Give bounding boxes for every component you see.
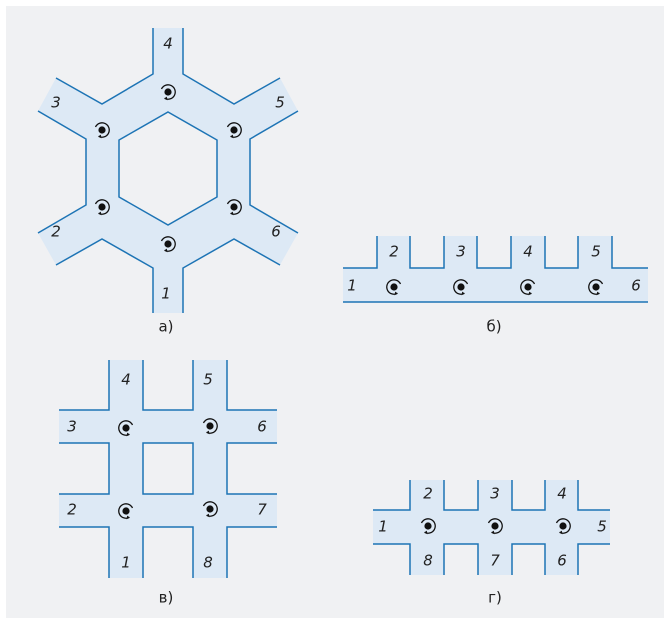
port-label: 5	[275, 94, 285, 112]
diagram-v: 1 2 3 4 5 6 7 8 в)	[59, 360, 277, 607]
diagram-v-channel	[59, 360, 277, 578]
diagram-b-walls	[343, 236, 648, 303]
port-label: 5	[591, 243, 601, 261]
port-label: 1	[161, 285, 171, 303]
diagram-b-channel	[343, 236, 648, 302]
port-label: 2	[423, 485, 433, 503]
port-label: 3	[67, 418, 77, 436]
port-label: 2	[51, 223, 61, 241]
diagram-g-channel	[373, 480, 610, 575]
port-label: 1	[378, 518, 388, 536]
port-label: 4	[163, 35, 173, 53]
port-label: 1	[347, 277, 357, 295]
port-label: 4	[557, 485, 567, 503]
port-label: 8	[423, 552, 433, 570]
port-label: 6	[631, 277, 641, 295]
diagram-g: 1 2 3 4 5 6 7 8 г)	[373, 480, 610, 607]
diagram-a-walls	[37, 28, 299, 313]
diagram-g-walls	[373, 480, 610, 575]
port-label: 6	[257, 418, 267, 436]
diagram-b: 1 2 3 4 5 6 б)	[343, 236, 648, 336]
diagram-caption: в)	[159, 589, 174, 607]
port-label: 3	[490, 485, 500, 503]
diagram-v-walls	[59, 360, 277, 578]
port-label: 2	[389, 243, 399, 261]
port-label: 7	[257, 501, 267, 519]
port-label: 3	[456, 243, 466, 261]
port-label: 3	[51, 94, 61, 112]
port-label: 4	[523, 243, 533, 261]
port-label: 2	[67, 501, 77, 519]
port-label: 4	[121, 371, 131, 389]
diagram-a: 1 2 3 4 5 6 а)	[37, 28, 299, 336]
diagram-caption: б)	[486, 318, 501, 336]
port-label: 6	[557, 552, 567, 570]
diagram-caption: а)	[158, 318, 173, 336]
port-label: 6	[271, 223, 281, 241]
diagram-caption: г)	[488, 589, 502, 607]
port-label: 1	[121, 554, 131, 572]
port-label: 5	[203, 371, 213, 389]
port-label: 5	[597, 518, 607, 536]
port-label: 8	[203, 554, 213, 572]
port-label: 7	[490, 552, 500, 570]
